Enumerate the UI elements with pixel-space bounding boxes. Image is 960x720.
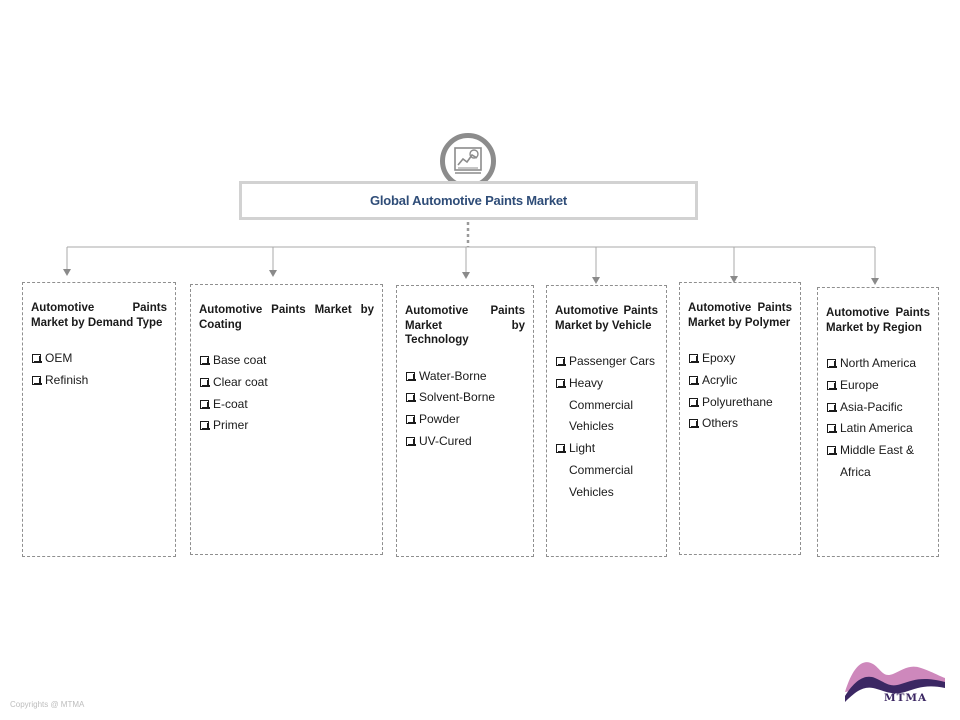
- checkbox-icon: [200, 377, 210, 387]
- arrowhead-icon: [871, 278, 879, 285]
- list-item: E-coat: [199, 394, 374, 416]
- checkbox-icon: [827, 446, 837, 456]
- market-title-box: Global Automotive Paints Market: [239, 181, 698, 220]
- checkbox-icon: [200, 399, 210, 409]
- list-item: Middle East & Africa: [826, 440, 930, 484]
- segment-list: Water-Borne Solvent-Borne Powder UV-Cure…: [405, 366, 525, 453]
- checkbox-icon: [32, 375, 42, 385]
- market-title: Global Automotive Paints Market: [369, 193, 568, 208]
- copyright-text: Copyrights @ MTMA: [10, 700, 85, 709]
- list-item: Light Commercial Vehicles: [555, 438, 658, 503]
- segment-box-coating: Automotive Paints Market by Coating Base…: [190, 284, 383, 555]
- segment-list: Passenger Cars Heavy Commercial Vehicles…: [555, 351, 658, 504]
- segment-box-vehicle: Automotive Paints Market by Vehicle Pass…: [546, 285, 667, 557]
- segment-title: Automotive Paints Market by Technology: [405, 305, 525, 346]
- checkbox-icon: [556, 357, 566, 366]
- checkbox-icon: [406, 393, 416, 403]
- list-item: North America: [826, 353, 930, 375]
- checkbox-icon: [827, 359, 837, 368]
- checkbox-icon: [556, 378, 566, 388]
- segment-box-polymer: Automotive Paints Market by Polymer Epox…: [679, 282, 801, 555]
- segment-list: Base coat Clear coat E-coat Primer: [199, 350, 374, 437]
- list-item: Polyurethane: [688, 392, 792, 414]
- segment-title: Automotive Paints Market by Demand Type: [31, 302, 167, 329]
- list-item: Heavy Commercial Vehicles: [555, 373, 658, 438]
- list-item: OEM: [31, 348, 167, 370]
- checkbox-icon: [827, 402, 837, 412]
- list-item: Acrylic: [688, 370, 792, 392]
- checkbox-icon: [200, 356, 210, 365]
- list-item: Refinish: [31, 370, 167, 392]
- list-item: UV-Cured: [405, 431, 525, 453]
- segment-title: Automotive Paints Market by Vehicle: [555, 305, 658, 332]
- checkbox-icon: [406, 371, 416, 381]
- segment-title: Automotive Paints Market by Polymer: [688, 302, 792, 329]
- arrowhead-icon: [63, 269, 71, 276]
- segment-title: Automotive Paints Market by Region: [826, 307, 930, 334]
- segment-list: North America Europe Asia-Pacific Latin …: [826, 353, 930, 484]
- checkbox-icon: [689, 375, 699, 385]
- checkbox-icon: [556, 444, 566, 454]
- segment-title: Automotive Paints Market by Coating: [199, 304, 374, 331]
- list-item: Clear coat: [199, 372, 374, 394]
- segment-box-demand-type: Automotive Paints Market by Demand Type …: [22, 282, 176, 557]
- drop-arrows: [63, 247, 879, 285]
- list-item: Asia-Pacific: [826, 397, 930, 419]
- checkbox-icon: [200, 421, 210, 431]
- checkbox-icon: [827, 380, 837, 390]
- segment-box-region: Automotive Paints Market by Region North…: [817, 287, 939, 557]
- checkbox-icon: [827, 424, 837, 434]
- checkbox-icon: [406, 415, 416, 425]
- list-item: Solvent-Borne: [405, 387, 525, 409]
- list-item: Passenger Cars: [555, 351, 658, 373]
- segment-list: OEM Refinish: [31, 348, 167, 392]
- checkbox-icon: [689, 354, 699, 363]
- arrowhead-icon: [462, 272, 470, 279]
- checkbox-icon: [689, 419, 699, 429]
- checkbox-icon: [32, 354, 42, 363]
- arrowhead-icon: [730, 276, 738, 283]
- segment-box-technology: Automotive Paints Market by Technology W…: [396, 285, 534, 557]
- list-item: Primer: [199, 415, 374, 437]
- arrowhead-icon: [269, 270, 277, 277]
- checkbox-icon: [406, 436, 416, 446]
- segment-list: Epoxy Acrylic Polyurethane Others: [688, 348, 792, 435]
- list-item: Water-Borne: [405, 366, 525, 388]
- checkbox-icon: [689, 397, 699, 407]
- list-item: Latin America: [826, 418, 930, 440]
- list-item: Others: [688, 413, 792, 435]
- mtma-logo: [845, 662, 945, 702]
- logo-text: MTMA: [884, 692, 928, 704]
- list-item: Epoxy: [688, 348, 792, 370]
- list-item: Europe: [826, 375, 930, 397]
- list-item: Powder: [405, 409, 525, 431]
- list-item: Base coat: [199, 350, 374, 372]
- arrowhead-icon: [592, 277, 600, 284]
